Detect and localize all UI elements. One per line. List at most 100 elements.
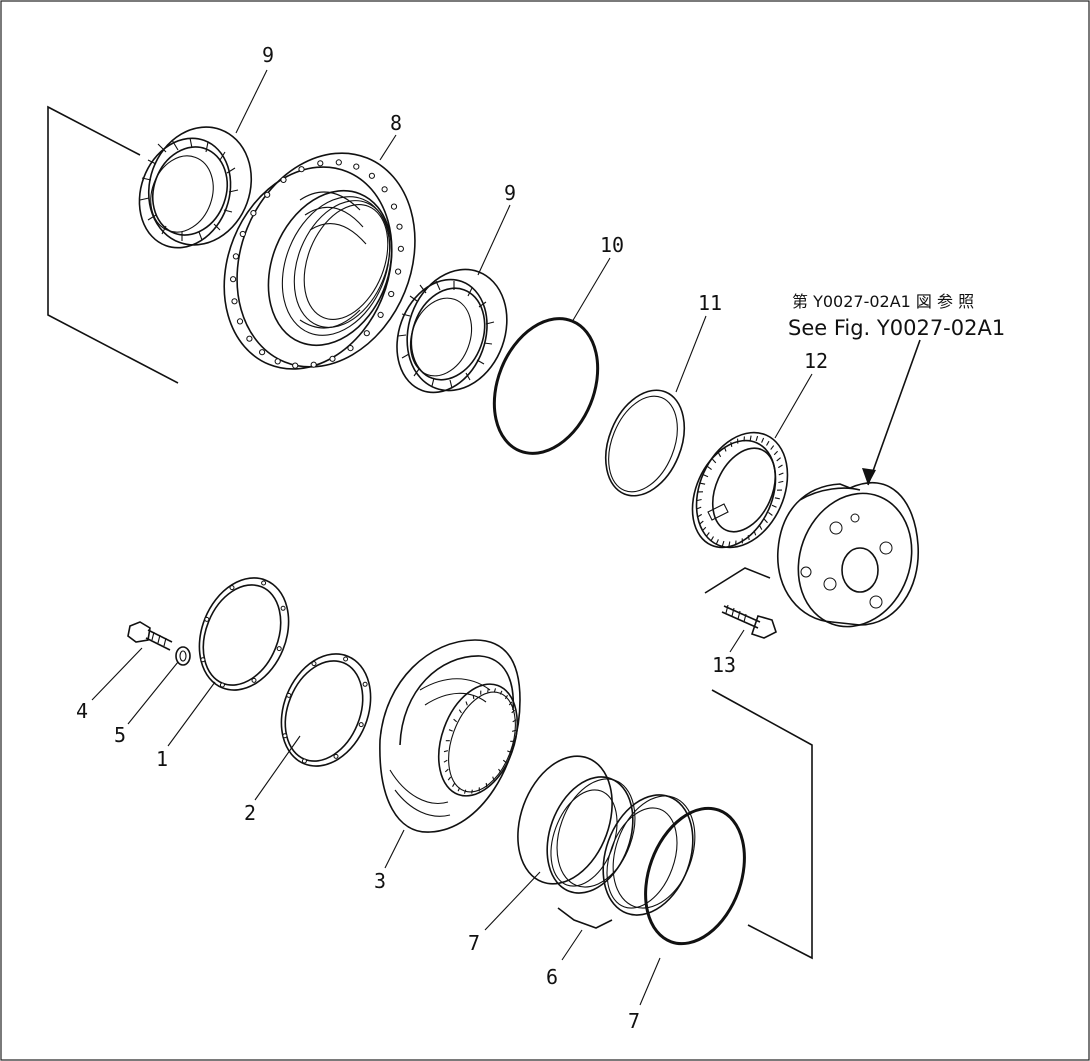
part-8-flange-housing (223, 152, 416, 370)
shim-hole (204, 616, 210, 622)
flange-bolt-hole (310, 361, 317, 368)
shim-hole (362, 681, 368, 687)
callout-9-upper: 9 (262, 43, 274, 67)
gear-tooth (778, 472, 784, 476)
gear-tooth (699, 520, 704, 525)
spline-tooth (508, 701, 513, 706)
callout-11: 11 (698, 291, 722, 315)
spline-tooth (448, 729, 453, 732)
shim-hole (251, 677, 257, 683)
flange-bolt-hole (236, 318, 244, 325)
flange-bolt-hole (388, 290, 395, 298)
spline-tooth (507, 750, 512, 753)
spline-tooth (504, 695, 508, 700)
spline-tooth (511, 709, 516, 714)
spline-tooth (444, 768, 449, 773)
gear-tooth (700, 482, 706, 485)
callout-10: 10 (600, 233, 624, 257)
flange-bolt-hole (292, 362, 299, 369)
part-5-washer (175, 646, 191, 666)
gear-tooth (753, 530, 757, 536)
gear-tooth (715, 539, 719, 545)
gear-tooth (749, 435, 752, 441)
flange-bolt-hole (396, 223, 403, 230)
spline-tooth (512, 719, 517, 723)
callout-1: 1 (156, 747, 168, 771)
gear-tooth (773, 450, 778, 456)
right-group-bracket (711, 689, 813, 960)
gear-tooth (771, 504, 777, 508)
flange-bolt-hole (377, 311, 384, 318)
gear-tooth (710, 536, 714, 542)
part-6-seal-pair (546, 776, 696, 916)
gear-tooth (697, 513, 702, 518)
flange-bolt-hole (381, 186, 388, 193)
flange-bolt-hole (239, 230, 246, 238)
gear-tooth (717, 452, 722, 458)
callout-8: 8 (390, 111, 402, 135)
callout-4: 4 (76, 699, 88, 723)
shim-hole (311, 661, 317, 667)
gear-tooth (696, 506, 702, 510)
callout-6: 6 (546, 965, 558, 989)
part-13-leader-bracket (704, 567, 771, 594)
part-11-seal-ring (604, 389, 686, 497)
spline-tooth (458, 709, 462, 714)
spline-tooth (463, 789, 467, 794)
gear-tooth (774, 497, 780, 500)
spline-tooth (487, 688, 489, 693)
callout-5: 5 (114, 723, 126, 747)
spline-tooth (493, 688, 497, 693)
spline-tooth (465, 701, 468, 706)
gear-tooth (755, 435, 759, 442)
flange-bolt-hole (274, 358, 281, 365)
shim-hole (286, 692, 292, 698)
flange-bolt-hole (231, 298, 238, 305)
part-7-o-ring-left (517, 755, 613, 885)
shim-hole (282, 733, 288, 739)
part-3-cover (379, 639, 521, 833)
part-1-shim-ring (198, 577, 290, 691)
referenced-hub-assembly (777, 482, 919, 628)
callout-12: 12 (804, 349, 828, 373)
part-4-bolt (127, 621, 173, 651)
flange-bolt-hole (363, 330, 370, 337)
callout-7-left: 7 (468, 931, 480, 955)
shim-hole (301, 758, 307, 764)
gear-tooth (707, 466, 712, 471)
gear-tooth (728, 541, 731, 547)
gear-tooth (763, 518, 768, 524)
callout-3: 3 (374, 869, 386, 893)
flange-bolt-hole (246, 335, 253, 342)
gear-tooth (778, 480, 784, 484)
spline-tooth (443, 759, 448, 763)
flange-bolt-hole (335, 159, 342, 166)
gear-tooth (723, 446, 727, 452)
flange-bolt-hole (250, 210, 257, 217)
shim-hole (358, 722, 364, 728)
shim-hole (333, 753, 339, 759)
spline-tooth (452, 782, 456, 787)
shim-hole (200, 657, 206, 663)
gear-tooth (747, 534, 750, 541)
flange-bolt-hole (230, 276, 237, 283)
flange-bolt-hole (347, 345, 354, 352)
flange-bolt-hole (390, 203, 398, 210)
flange-bolt-hole (259, 349, 266, 356)
gear-tooth (696, 498, 702, 502)
flange-bolt-hole (317, 160, 324, 167)
part-9-bearing-ring-lower (396, 268, 508, 394)
callout-2: 2 (244, 801, 256, 825)
shim-hole (229, 585, 235, 591)
callout-9-lower: 9 (504, 181, 516, 205)
gear-tooth (721, 540, 725, 547)
spline-tooth (443, 750, 449, 753)
spline-tooth (447, 776, 452, 781)
reference-note-japanese: 第 Y0027-02A1 図 参 照 (792, 292, 974, 311)
part-13-bolt (721, 604, 777, 639)
part-2-shim-ring (280, 653, 372, 767)
spline-tooth (471, 789, 473, 794)
gear-tooth (778, 464, 783, 469)
flange-bolt-hole (368, 172, 375, 179)
